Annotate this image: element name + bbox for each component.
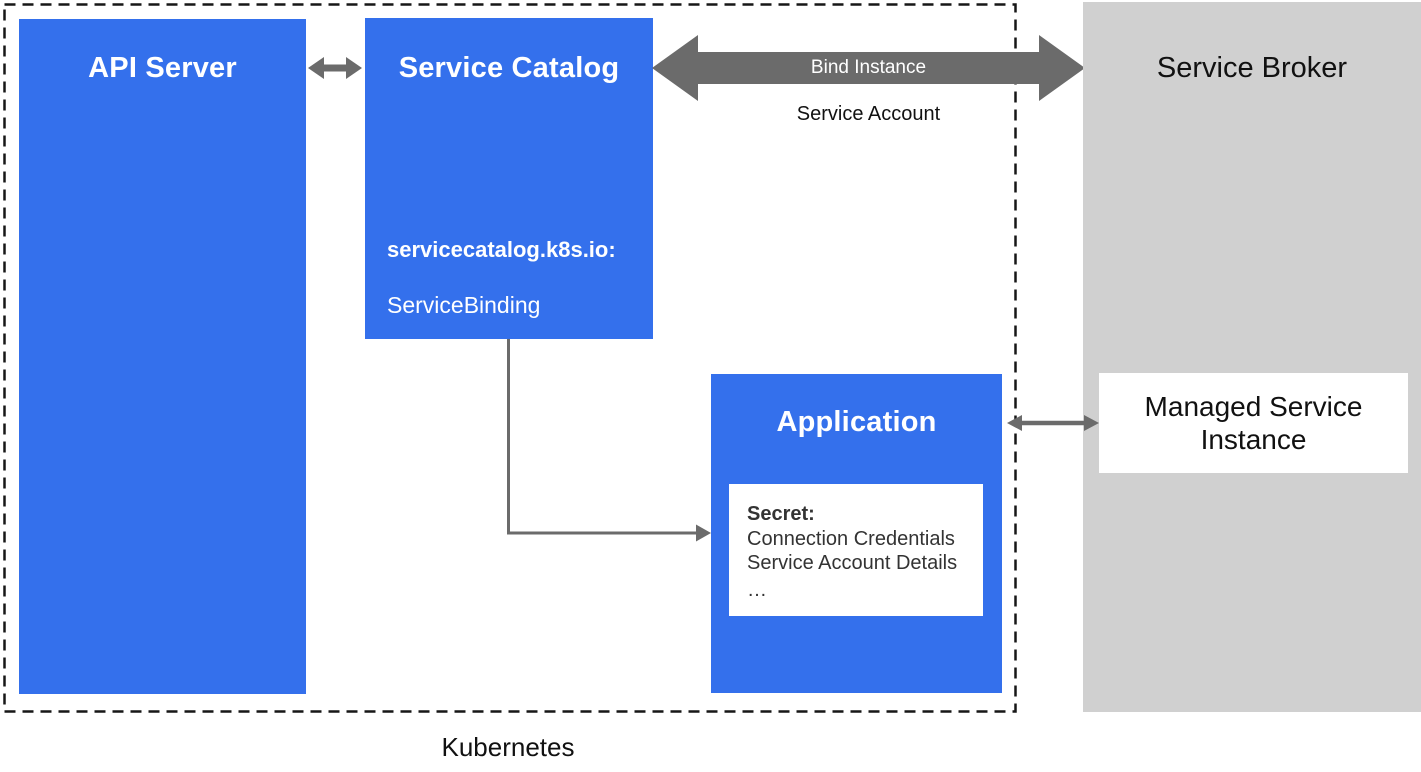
application-box: Application Secret: Connection Credentia… bbox=[711, 374, 1002, 693]
service-broker-title: Service Broker bbox=[1156, 52, 1348, 84]
managed-service-instance-box: Managed Service Instance bbox=[1099, 373, 1408, 473]
servicebinding-secret-connector-icon bbox=[507, 339, 711, 542]
kubernetes-boundary bbox=[3, 3, 1017, 713]
api-server-box: API Server bbox=[19, 19, 306, 694]
service-catalog-box: Service Catalog servicecatalog.k8s.io: S… bbox=[365, 18, 653, 339]
bind-instance-arrow-icon bbox=[652, 35, 1085, 101]
service-catalog-resource: ServiceBinding bbox=[387, 292, 541, 318]
application-title: Application bbox=[776, 406, 937, 438]
service-broker-box: Service Broker Managed Service Instance bbox=[1083, 2, 1421, 712]
application-instance-arrow-icon bbox=[1007, 415, 1099, 431]
secret-line-service-account-details: Service Account Details bbox=[747, 552, 958, 574]
service-catalog-title: Service Catalog bbox=[398, 52, 620, 84]
kubernetes-label: Kubernetes bbox=[441, 732, 575, 762]
secret-title: Secret: bbox=[747, 503, 815, 525]
service-account-label: Service Account bbox=[796, 103, 941, 125]
managed-service-instance-label: Managed Service Instance bbox=[1144, 391, 1363, 455]
api-server-service-catalog-arrow-icon bbox=[308, 57, 362, 79]
service-catalog-api-group: servicecatalog.k8s.io: bbox=[387, 237, 616, 262]
secret-line-ellipsis: … bbox=[747, 579, 770, 601]
bind-instance-label: Bind Instance bbox=[810, 57, 927, 78]
secret-line-connection-credentials: Connection Credentials bbox=[747, 528, 955, 550]
secret-box: Secret: Connection Credentials Service A… bbox=[729, 484, 983, 616]
api-server-title: API Server bbox=[88, 52, 237, 84]
